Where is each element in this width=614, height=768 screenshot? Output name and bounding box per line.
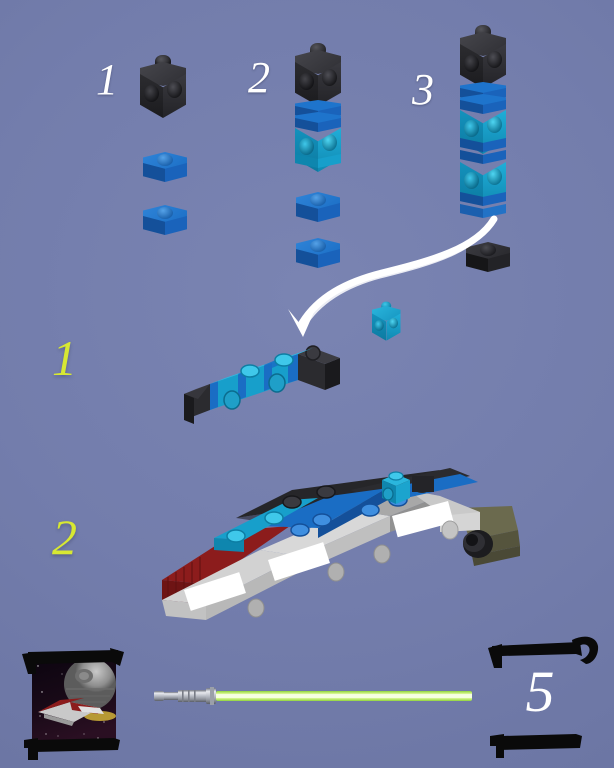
green-lightsaber-divider xyxy=(148,683,474,709)
step-1-number: 1 xyxy=(52,330,77,386)
part-plate-blue-1a xyxy=(143,152,187,182)
callout-3-label: 3 xyxy=(412,65,434,114)
part-stack-2-azure-bottom xyxy=(295,148,341,168)
callout-1-label: 1 xyxy=(96,55,118,104)
page-number-frame: 5 xyxy=(484,634,608,760)
part-stack-3-bottom-bevel xyxy=(460,198,506,218)
page-number: 5 xyxy=(525,659,555,724)
part-plate-blue-2b xyxy=(296,238,340,268)
part-brick-black-1 xyxy=(140,55,186,120)
callout-2-label: 2 xyxy=(248,53,270,102)
box-art-thumbnail xyxy=(14,644,136,762)
part-stack-3-black xyxy=(460,25,506,90)
step-2-number: 2 xyxy=(52,509,77,565)
part-stack-2-black xyxy=(295,43,341,108)
part-plate-blue-2a xyxy=(296,192,340,222)
part-plate-blue-1b xyxy=(143,205,187,235)
step-2-model-republic-cruiser xyxy=(140,468,540,633)
step-1-subassembly xyxy=(180,338,345,433)
step-1-loose-azure-brick xyxy=(372,301,401,342)
part-plate-black-3 xyxy=(466,242,510,272)
assembly-arrow-icon xyxy=(288,215,498,337)
